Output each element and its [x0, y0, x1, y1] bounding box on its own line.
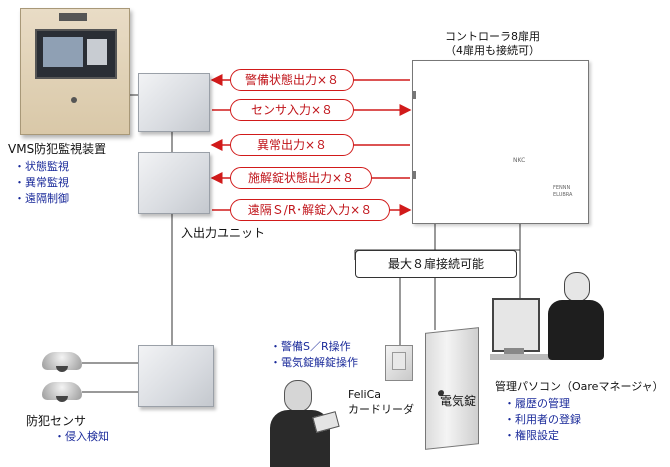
pc-item: ・利用者の登録	[504, 413, 581, 426]
management-pc	[490, 270, 610, 380]
controller-box: NKC FENNN ELUBRA	[412, 60, 589, 224]
security-sensor-2	[42, 382, 82, 400]
vms-screen	[35, 29, 117, 79]
person-with-card	[262, 378, 342, 467]
controller-brand: NKC	[513, 157, 526, 164]
pc-title: 管理パソコン（Oareマネージャ）	[495, 380, 664, 393]
sensor-title: 防犯センサ	[26, 414, 87, 428]
reader-label-2: カードリーダ	[348, 403, 414, 416]
controller-small-a: FENNN	[553, 185, 571, 191]
card-reader	[385, 345, 413, 381]
signal-alarm-out: 異常出力×８	[230, 134, 354, 156]
lock-label: 電気錠	[440, 394, 477, 408]
vms-item: ・異常監視	[14, 176, 69, 189]
security-sensor-1	[42, 352, 82, 370]
operator-body	[548, 300, 604, 360]
operator-head	[564, 272, 590, 302]
sensor-item: ・侵入検知	[54, 430, 109, 443]
vms-item: ・遠隔制御	[14, 192, 69, 205]
signal-lock-status-out: 施解錠状態出力×８	[230, 167, 372, 189]
controller-small-b: ELUBRA	[553, 192, 573, 198]
signal-sensor-in: センサ入力×８	[230, 99, 354, 121]
reader-op: ・電気錠解錠操作	[270, 356, 358, 369]
pc-item: ・権限設定	[504, 429, 559, 442]
electric-lock-door	[425, 327, 479, 450]
vms-device	[20, 8, 130, 135]
controller-subtitle: （4扉用も接続可）	[445, 44, 540, 57]
pc-item: ・履歴の管理	[504, 397, 570, 410]
signal-remote-input: 遠隔Ｓ/R･解錠入力×８	[230, 199, 390, 221]
io-unit-label: 入出力ユニット	[181, 226, 266, 240]
reader-label-1: FeliCa	[348, 388, 382, 401]
io-unit-top	[138, 73, 210, 132]
io-unit-sensor	[138, 345, 214, 407]
reader-op: ・警備S／R操作	[270, 340, 351, 353]
vms-item: ・状態監視	[14, 160, 69, 173]
max-doors-box: 最大８扉接続可能	[355, 250, 517, 278]
vms-title: VMS防犯監視装置	[8, 142, 107, 156]
signal-security-status-out: 警備状態出力×８	[230, 69, 354, 91]
controller-title: コントローラ8扉用	[445, 30, 540, 43]
io-unit-bottom	[138, 152, 210, 214]
pc-monitor	[492, 298, 540, 352]
